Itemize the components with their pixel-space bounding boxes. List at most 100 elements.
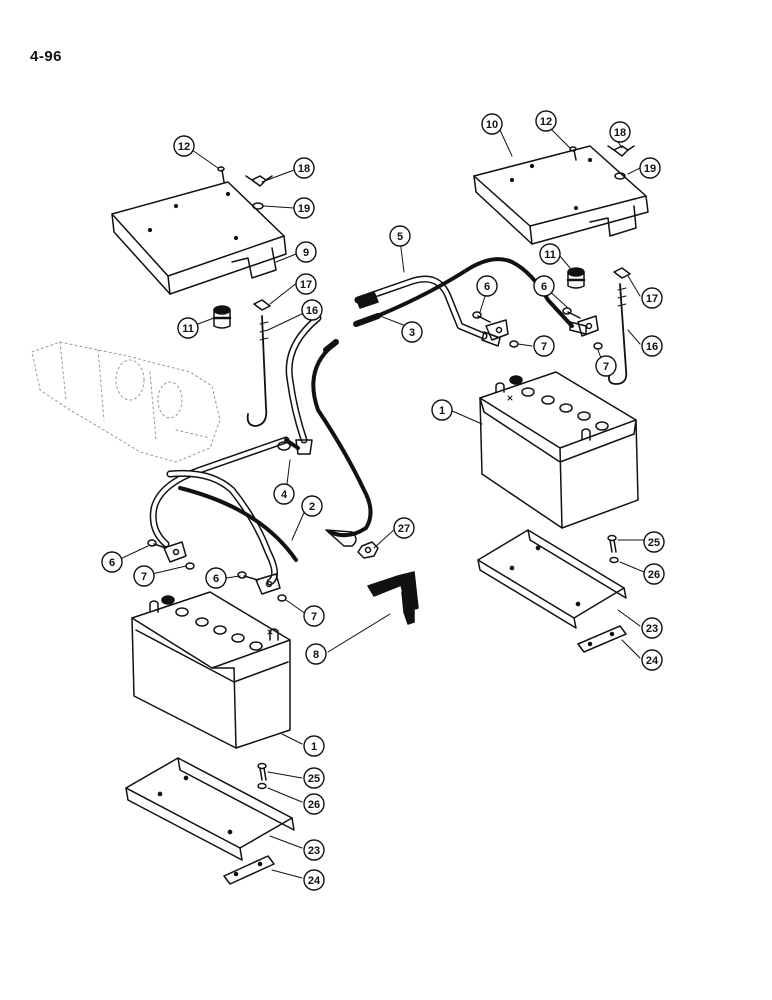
right-battery — [479, 371, 639, 529]
callout: 2 — [301, 495, 323, 517]
callout: 1 — [303, 735, 325, 757]
callout-label: 24 — [646, 655, 659, 667]
terminal-clamps — [147, 307, 603, 602]
rubber-spacer-right — [566, 267, 586, 289]
callout-label: 12 — [540, 116, 552, 128]
callout: 25 — [643, 531, 665, 553]
leader-lines — [117, 125, 645, 879]
callout-label: 25 — [308, 773, 320, 785]
left-battery-tray — [125, 757, 295, 861]
callout: 6 — [205, 567, 227, 589]
callout-label: 16 — [306, 305, 318, 317]
callout: 7 — [533, 335, 555, 357]
callout: 11 — [177, 317, 199, 339]
callout-label: 8 — [313, 649, 319, 661]
callout-label: 6 — [484, 281, 490, 293]
callout-label: 17 — [646, 293, 658, 305]
left-tray-bolt — [257, 762, 267, 790]
callout-label: 2 — [309, 501, 315, 513]
right-battery-tray — [477, 529, 627, 629]
callout: 11 — [539, 243, 561, 265]
callout: 8 — [305, 643, 327, 665]
callout-label: 26 — [648, 569, 660, 581]
callout-label: 17 — [300, 279, 312, 291]
callout: 4 — [273, 483, 295, 505]
callout: 18 — [293, 157, 315, 179]
callout-label: 5 — [397, 231, 403, 243]
callout-label: 16 — [646, 341, 658, 353]
callout-label: 27 — [398, 523, 410, 535]
callout-label: 7 — [311, 611, 317, 623]
callout: 1 — [431, 399, 453, 421]
callout: 16 — [641, 335, 663, 357]
callout-label: 1 — [439, 405, 445, 417]
callout: 17 — [295, 273, 317, 295]
right-hold-down-strap — [577, 625, 627, 653]
starter-motor-ghost — [31, 341, 221, 463]
callout-label: 23 — [308, 845, 320, 857]
callout: 7 — [595, 355, 617, 377]
callout-label: 26 — [308, 799, 320, 811]
callout-label: 1 — [311, 741, 317, 753]
callout: 7 — [303, 605, 325, 627]
callout-label: 7 — [141, 571, 147, 583]
callout: 12 — [173, 135, 195, 157]
callout: 9 — [295, 241, 317, 263]
callout-label: 11 — [544, 249, 556, 261]
callout: 26 — [643, 563, 665, 585]
callout-label: 6 — [541, 281, 547, 293]
callout: 26 — [303, 793, 325, 815]
right-battery-cover — [473, 145, 649, 245]
disconnect-connector — [367, 571, 419, 625]
left-battery-cover — [111, 181, 287, 295]
small-hardware — [217, 145, 635, 311]
callout-label: 25 — [648, 537, 660, 549]
callout-label: 18 — [614, 127, 626, 139]
callout-label: 9 — [303, 247, 309, 259]
cable-2 — [166, 339, 373, 586]
callout-label: 7 — [603, 361, 609, 373]
page-number: 4-96 — [30, 48, 63, 65]
callout: 6 — [101, 551, 123, 573]
callout: 16 — [301, 299, 323, 321]
callout: 6 — [476, 275, 498, 297]
callout-label: 4 — [281, 489, 288, 501]
callout-label: 19 — [298, 203, 310, 215]
callout-label: 3 — [409, 327, 415, 339]
callout: 27 — [393, 517, 415, 539]
rubber-spacer-left — [212, 305, 232, 329]
callout-label: 11 — [182, 323, 194, 335]
j-bolt-left — [246, 315, 269, 427]
callout: 25 — [303, 767, 325, 789]
callout: 24 — [641, 649, 663, 671]
cable-5 — [354, 275, 501, 347]
callout: 23 — [303, 839, 325, 861]
callout: 24 — [303, 869, 325, 891]
j-bolt-right — [607, 283, 628, 385]
callout: 17 — [641, 287, 663, 309]
left-hold-down-strap — [223, 855, 275, 885]
callout-label: 7 — [541, 341, 547, 353]
callout: 5 — [389, 225, 411, 247]
callout-label: 6 — [213, 573, 219, 585]
callout: 10 — [481, 113, 503, 135]
right-tray-bolt — [607, 534, 619, 564]
callout: 6 — [533, 275, 555, 297]
callout: 23 — [641, 617, 663, 639]
cable-4 — [149, 314, 322, 548]
callout: 7 — [133, 565, 155, 587]
callout-label: 6 — [109, 557, 115, 569]
left-battery — [131, 591, 291, 749]
callout-label: 23 — [646, 623, 658, 635]
callout-label: 10 — [486, 119, 498, 131]
cable-3 — [353, 257, 587, 335]
callouts: 10 12 18 19 12 18 19 9 5 11 17 17 11 16 … — [101, 110, 665, 891]
callout: 12 — [535, 110, 557, 132]
callout: 3 — [401, 321, 423, 343]
callout-label: 19 — [644, 163, 656, 175]
callout: 19 — [293, 197, 315, 219]
callout-label: 24 — [308, 875, 321, 887]
callout-label: 12 — [178, 141, 190, 153]
callout-label: 18 — [298, 163, 310, 175]
